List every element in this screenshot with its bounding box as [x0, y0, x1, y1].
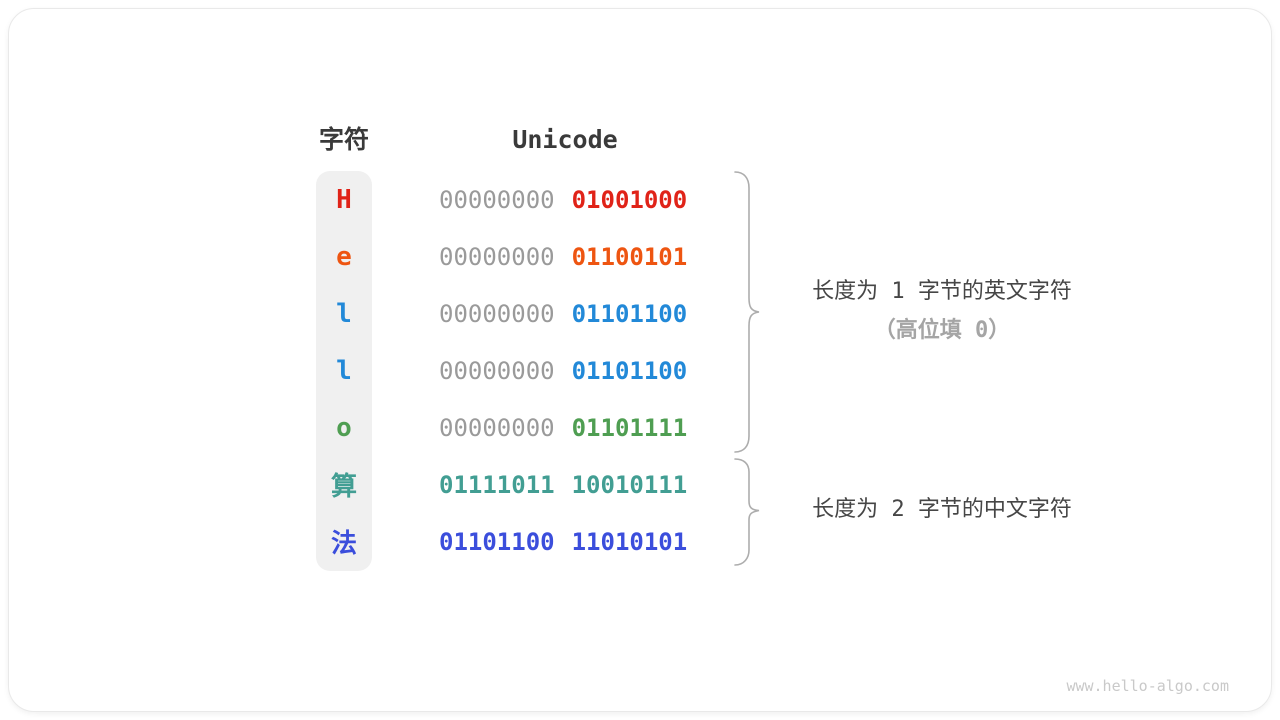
- watermark: www.hello-algo.com: [1066, 677, 1229, 695]
- annotation-english: 长度为 1 字节的英文字符 （高位填 0）: [767, 272, 1117, 350]
- binary-value: 00000000 01101100: [439, 357, 687, 385]
- char-column-background: [316, 171, 372, 571]
- encoding-row: l 00000000 01101100: [316, 285, 687, 342]
- byte-high: 01101100: [439, 527, 555, 556]
- annotation-english-line1: 长度为 1 字节的英文字符: [812, 279, 1072, 304]
- byte-high: 00000000: [439, 242, 555, 271]
- char-cell: o: [336, 412, 352, 443]
- char-cell: l: [336, 355, 352, 386]
- encoding-row: 法 01101100 11010101: [316, 513, 687, 570]
- char-cell: H: [336, 184, 352, 215]
- binary-value: 00000000 01101100: [439, 300, 687, 328]
- column-header-unicode: Unicode: [512, 125, 618, 154]
- encoding-row: o 00000000 01101111: [316, 399, 687, 456]
- encoding-row: e 00000000 01100101: [316, 228, 687, 285]
- figure-card: 字符 Unicode H 00000000 01001000 e 0000000…: [8, 8, 1272, 712]
- encoding-table: H 00000000 01001000 e 00000000 01100101 …: [316, 171, 687, 570]
- byte-high: 01111011: [439, 470, 555, 499]
- column-header-char: 字符: [318, 125, 369, 154]
- byte-low: 01001000: [571, 185, 688, 214]
- byte-high: 00000000: [439, 413, 555, 442]
- byte-low: 01101100: [571, 299, 688, 328]
- binary-value: 01101100 11010101: [439, 528, 687, 556]
- brace-english-group: [734, 171, 760, 453]
- encoding-row: H 00000000 01001000: [316, 171, 687, 228]
- brace-chinese-group: [734, 458, 760, 566]
- binary-value: 00000000 01100101: [439, 243, 687, 271]
- char-cell: l: [336, 298, 352, 329]
- annotation-english-line2: （高位填 0）: [873, 318, 1011, 343]
- byte-high: 00000000: [439, 356, 555, 385]
- byte-low: 01101100: [571, 356, 688, 385]
- byte-low: 11010101: [571, 527, 688, 556]
- byte-low: 01100101: [571, 242, 688, 271]
- binary-value: 00000000 01001000: [439, 186, 687, 214]
- annotation-chinese-line1: 长度为 2 字节的中文字符: [812, 497, 1072, 522]
- char-cell: 法: [330, 529, 357, 559]
- byte-high: 00000000: [439, 185, 555, 214]
- binary-value: 00000000 01101111: [439, 414, 687, 442]
- encoding-row: 算 01111011 10010111: [316, 456, 687, 513]
- char-cell: 算: [330, 472, 357, 502]
- byte-low: 01101111: [571, 413, 688, 442]
- byte-high: 00000000: [439, 299, 555, 328]
- byte-low: 10010111: [571, 470, 688, 499]
- annotation-chinese: 长度为 2 字节的中文字符: [767, 490, 1117, 529]
- encoding-row: l 00000000 01101100: [316, 342, 687, 399]
- char-cell: e: [336, 241, 352, 272]
- binary-value: 01111011 10010111: [439, 471, 687, 499]
